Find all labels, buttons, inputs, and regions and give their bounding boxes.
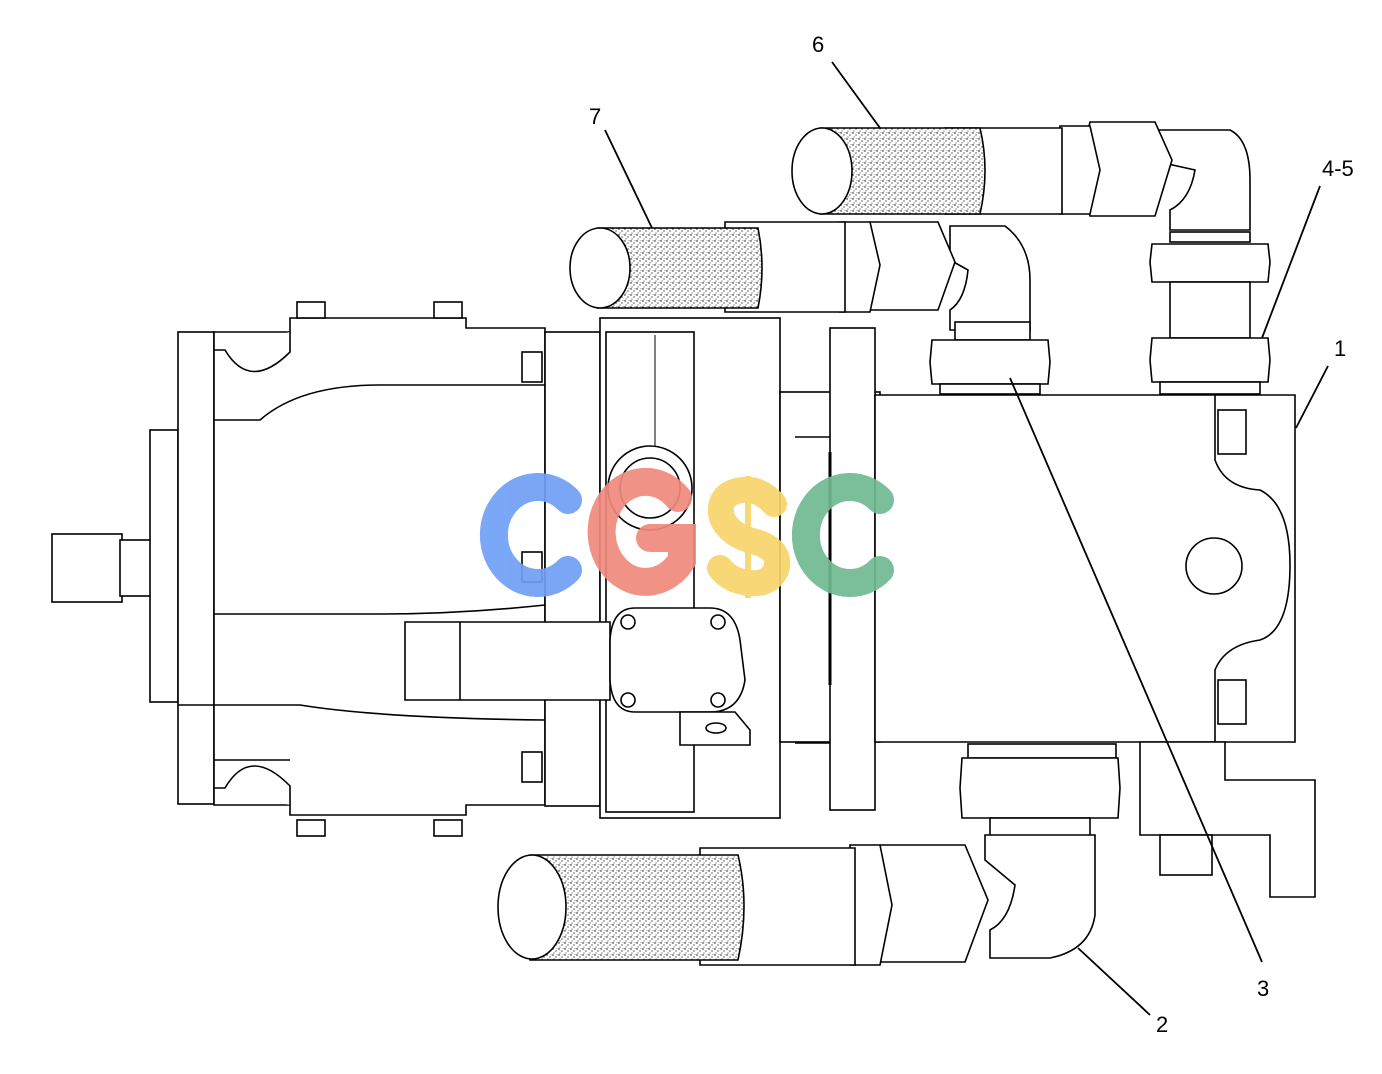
mount-flange: [177, 331, 215, 805]
elbow-6: [1149, 129, 1251, 231]
nut-3: [929, 339, 1051, 385]
callout-1: 1: [1334, 336, 1346, 361]
watermark-letter-g: [587, 467, 696, 596]
nut-4: [1149, 243, 1271, 283]
valve-port: [1185, 537, 1243, 595]
filter-element-6: [819, 127, 986, 215]
leader-6: [831, 61, 881, 129]
leader-4-5: [1261, 185, 1321, 339]
leader-3: [1009, 377, 1263, 963]
callout-labels: 1 2 3 4-5 6 7: [589, 32, 1354, 1037]
callout-3: 3: [1257, 976, 1269, 1001]
watermark: [479, 467, 894, 598]
valve-housing: [874, 394, 1316, 898]
leader-7: [604, 129, 653, 229]
callout-6: 6: [812, 32, 824, 57]
leader-lines: [604, 61, 1329, 1016]
callout-4-5: 4-5: [1322, 156, 1354, 181]
filter-element-7: [597, 227, 763, 309]
leader-1: [1295, 365, 1329, 429]
leader-2: [1077, 947, 1151, 1016]
elbow-7: [949, 225, 1031, 331]
callout-7: 7: [589, 104, 601, 129]
watermark-letter-s: [707, 476, 790, 597]
callout-2: 2: [1156, 1012, 1168, 1037]
breather-6: [791, 121, 1251, 231]
shaft: [51, 533, 123, 603]
elbow-2: [984, 834, 1096, 959]
clamp-block: [609, 607, 746, 713]
fittings: [929, 231, 1271, 839]
nut-5: [1149, 337, 1271, 383]
breather-7: [569, 221, 1031, 331]
pump-body: [51, 301, 546, 837]
watermark-letter-c2: [791, 473, 894, 597]
valve-block: [874, 394, 1296, 743]
breather-2: [497, 834, 1096, 966]
watermark-letter-c1: [479, 473, 582, 597]
nut-bottom: [959, 757, 1121, 819]
filter-element-2: [529, 854, 745, 961]
mount-flange-plate: [149, 429, 179, 703]
